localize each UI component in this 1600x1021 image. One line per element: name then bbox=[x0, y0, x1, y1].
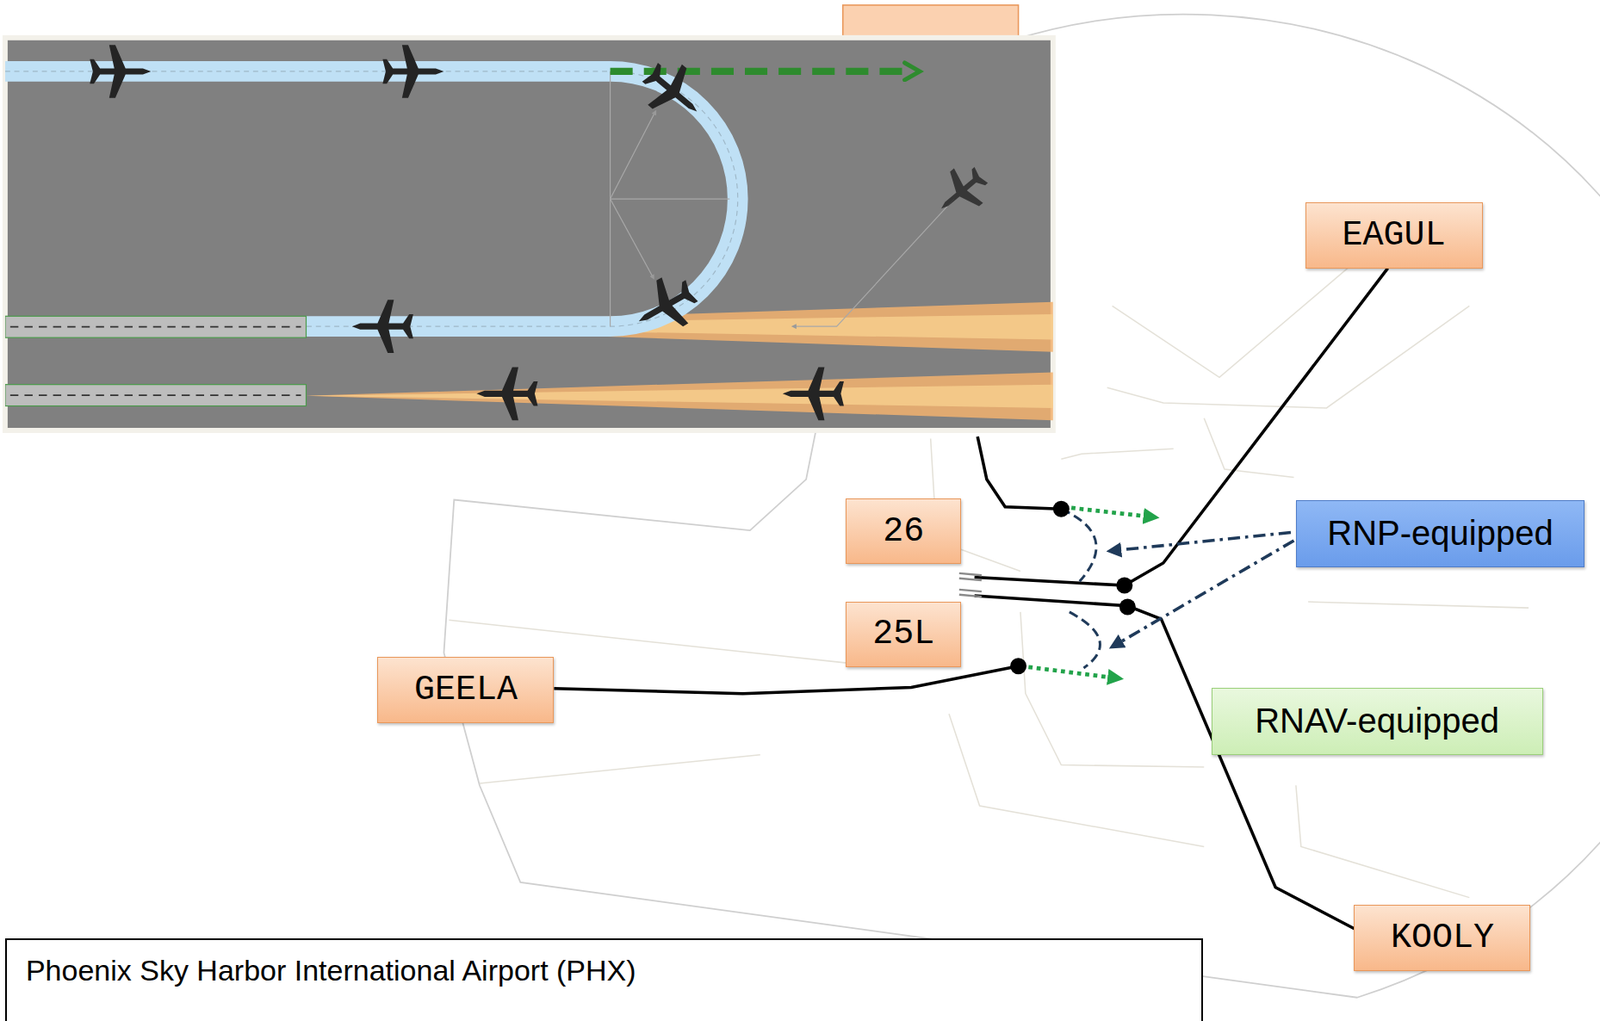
node-label: 26 bbox=[882, 512, 925, 552]
node-label: RNP-equipped bbox=[1327, 514, 1553, 553]
waypoint-box: EAGUL bbox=[1305, 202, 1483, 269]
equipage-box: RNP-equipped bbox=[1296, 500, 1585, 568]
route-dots bbox=[1010, 501, 1136, 675]
node-label: 25L bbox=[872, 614, 935, 654]
waypoint-box: GEELA bbox=[377, 657, 554, 724]
node-label: Phoenix Sky Harbor International Airport… bbox=[25, 954, 637, 988]
node-label: GEELA bbox=[414, 670, 518, 710]
equipage-box: RNAV-equipped bbox=[1211, 688, 1544, 756]
waypoint-box: KOOLY bbox=[1353, 905, 1531, 972]
runway-box: 26 bbox=[845, 498, 962, 565]
node-label: KOOLY bbox=[1390, 918, 1495, 958]
caption-box: Phoenix Sky Harbor International Airport… bbox=[5, 938, 1204, 1021]
node-label: RNAV-equipped bbox=[1254, 701, 1500, 741]
runway-box: 25L bbox=[845, 601, 962, 668]
rf-turns bbox=[1060, 508, 1100, 669]
inset-illustration bbox=[5, 37, 1054, 431]
runway-stubs bbox=[959, 573, 982, 597]
rnp-arrows bbox=[1112, 532, 1295, 646]
rnav-arrows bbox=[1020, 507, 1154, 679]
node-label: EAGUL bbox=[1342, 216, 1446, 255]
